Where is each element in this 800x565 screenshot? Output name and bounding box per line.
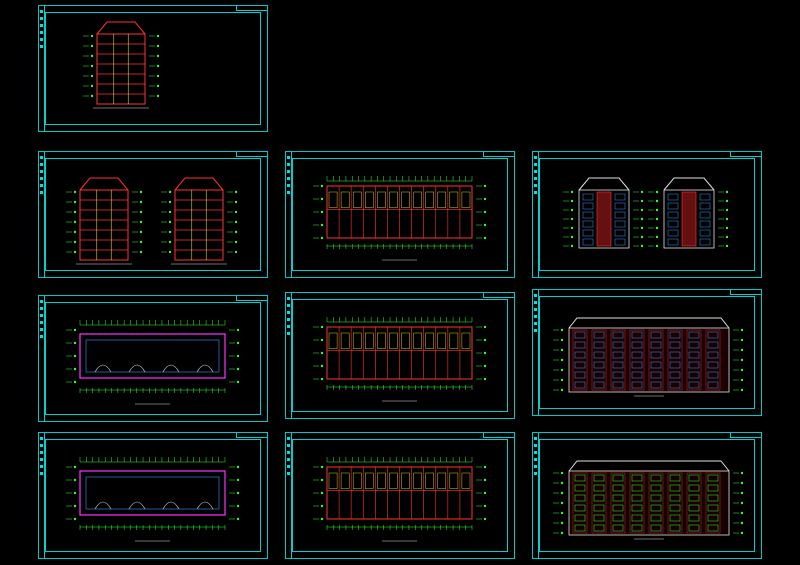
drawing-plan: [313, 176, 487, 261]
sheet-front-elevation-2[interactable]: [532, 432, 762, 559]
sheet-inner-frame: [292, 299, 508, 412]
sheet-section-double[interactable]: [38, 151, 268, 278]
sheet-binding-strip: [533, 152, 539, 277]
title-block: [236, 296, 267, 301]
sheet-inner-frame: [292, 439, 508, 552]
sheet-binding-strip: [39, 433, 45, 558]
drawing-content: [313, 317, 487, 402]
sheet-inner-frame: [45, 439, 261, 552]
drawing-content: [66, 320, 240, 405]
title-block: [483, 293, 514, 298]
drawing-content: [563, 177, 729, 249]
sheet-plan-roof-1[interactable]: [38, 295, 268, 422]
sheet-section-single[interactable]: [38, 5, 268, 132]
sheet-plan-1[interactable]: [285, 151, 515, 278]
drawing-end-elevation: [563, 177, 729, 249]
drawing-plan-roof: [66, 320, 240, 405]
sheet-inner-frame: [292, 158, 508, 271]
drawing-content: [553, 460, 744, 540]
title-block: [730, 433, 761, 438]
title-block: [483, 152, 514, 157]
title-block: [236, 152, 267, 157]
drawing-plan: [313, 317, 487, 402]
title-block: [483, 433, 514, 438]
drawing-front-elevation: [553, 460, 744, 540]
sheet-plan-2[interactable]: [285, 292, 515, 419]
title-block: [730, 290, 761, 295]
title-block: [236, 433, 267, 438]
title-block: [236, 6, 267, 11]
drawing-front-elevation: [553, 317, 744, 397]
sheet-binding-strip: [39, 296, 45, 421]
sheet-plan-3[interactable]: [285, 432, 515, 559]
drawing-content: [66, 177, 238, 265]
sheet-inner-frame: [539, 296, 755, 409]
drawing-content: [83, 21, 160, 109]
title-block: [730, 152, 761, 157]
sheet-front-elevation-1[interactable]: [532, 289, 762, 416]
drawing-plan-roof: [66, 457, 240, 542]
sheet-end-elevation[interactable]: [532, 151, 762, 278]
sheet-inner-frame: [45, 302, 261, 415]
sheet-binding-strip: [286, 433, 292, 558]
sheet-inner-frame: [45, 158, 261, 271]
sheet-binding-strip: [533, 433, 539, 558]
sheet-plan-roof-2[interactable]: [38, 432, 268, 559]
drawing-content: [553, 317, 744, 397]
sheet-binding-strip: [286, 293, 292, 418]
drawing-content: [66, 457, 240, 542]
sheet-binding-strip: [39, 6, 45, 131]
drawing-plan: [313, 457, 487, 542]
drawing-section-double: [66, 177, 238, 265]
sheet-inner-frame: [45, 12, 261, 125]
drawing-section-single: [83, 21, 160, 109]
drawing-content: [313, 457, 487, 542]
sheet-inner-frame: [539, 158, 755, 271]
sheet-binding-strip: [533, 290, 539, 415]
drawing-content: [313, 176, 487, 261]
sheet-inner-frame: [539, 439, 755, 552]
sheet-binding-strip: [286, 152, 292, 277]
sheet-binding-strip: [39, 152, 45, 277]
